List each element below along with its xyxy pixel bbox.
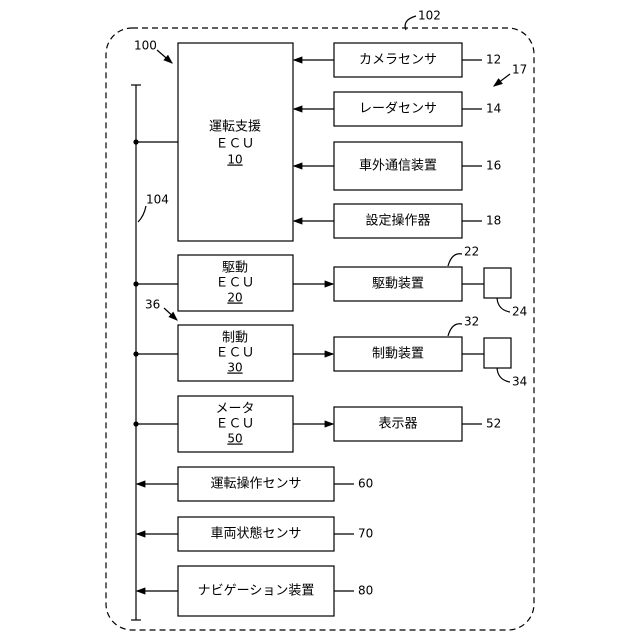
navigation-device-label: ナビゲーション装置 <box>198 584 315 599</box>
box-24 <box>484 268 511 298</box>
brake-ecu-title: 制動 <box>222 331 248 346</box>
bus-node-ecu30 <box>133 351 138 356</box>
drive-device-label: 駆動装置 <box>372 277 424 292</box>
meter-ecu-title: メータ <box>215 402 254 417</box>
setting-operator-label: 設定操作器 <box>365 213 430 229</box>
brake-ecu-number: 30 <box>227 361 242 375</box>
ref-14: 14 <box>486 102 501 116</box>
arrow-100 <box>157 50 172 63</box>
ref-100: 100 <box>134 39 157 53</box>
box-34 <box>484 338 511 368</box>
ref-70: 70 <box>358 527 373 541</box>
bus-node-ecu50 <box>133 421 138 426</box>
bus-node-ecu20 <box>133 281 138 286</box>
bus-node-ecu10 <box>133 139 138 144</box>
ref-16: 16 <box>486 159 501 173</box>
arrow-17 <box>494 74 510 86</box>
vehicle-state-sensor-label: 車両状態センサ <box>210 526 301 542</box>
meter-ecu-type: ＥＣＵ <box>215 417 254 432</box>
ref-17: 17 <box>512 63 527 77</box>
ref-60: 60 <box>358 477 373 491</box>
ref-80: 80 <box>358 584 373 598</box>
drive-assist-ecu-number: 10 <box>227 153 242 167</box>
drive-ecu-title: 駆動 <box>222 261 248 276</box>
brake-ecu-type: ＥＣＵ <box>215 346 254 361</box>
brake-device-label: 制動装置 <box>372 347 424 362</box>
ref-36: 36 <box>145 298 160 312</box>
external-comm-label: 車外通信装置 <box>359 159 437 174</box>
meter-ecu-number: 50 <box>227 432 242 446</box>
drive-assist-ecu-title: 運転支援 <box>209 120 261 135</box>
arrow-36 <box>164 308 177 320</box>
drive-ecu-type: ＥＣＵ <box>215 276 254 291</box>
driving-operation-sensor-label: 運転操作センサ <box>210 476 301 492</box>
display-label: 表示器 <box>378 417 417 432</box>
ref-24: 24 <box>512 305 527 319</box>
camera-sensor-label: カメラセンサ <box>359 53 437 68</box>
drive-ecu-number: 20 <box>227 291 242 305</box>
ref-104: 104 <box>146 193 169 207</box>
drive-assist-ecu-type: ＥＣＵ <box>215 137 254 152</box>
leader-104 <box>138 206 146 222</box>
radar-sensor-label: レーダセンサ <box>359 102 437 117</box>
leader-24 <box>497 298 510 312</box>
ref-12: 12 <box>486 53 501 67</box>
leader-32 <box>448 324 462 336</box>
ref-102: 102 <box>418 9 441 23</box>
ref-18: 18 <box>486 214 501 228</box>
ref-34: 34 <box>512 375 527 389</box>
ref-22: 22 <box>464 245 479 259</box>
leader-22 <box>448 254 462 266</box>
leader-34 <box>497 368 510 382</box>
ref-52: 52 <box>486 417 501 431</box>
ref-32: 32 <box>464 315 479 329</box>
